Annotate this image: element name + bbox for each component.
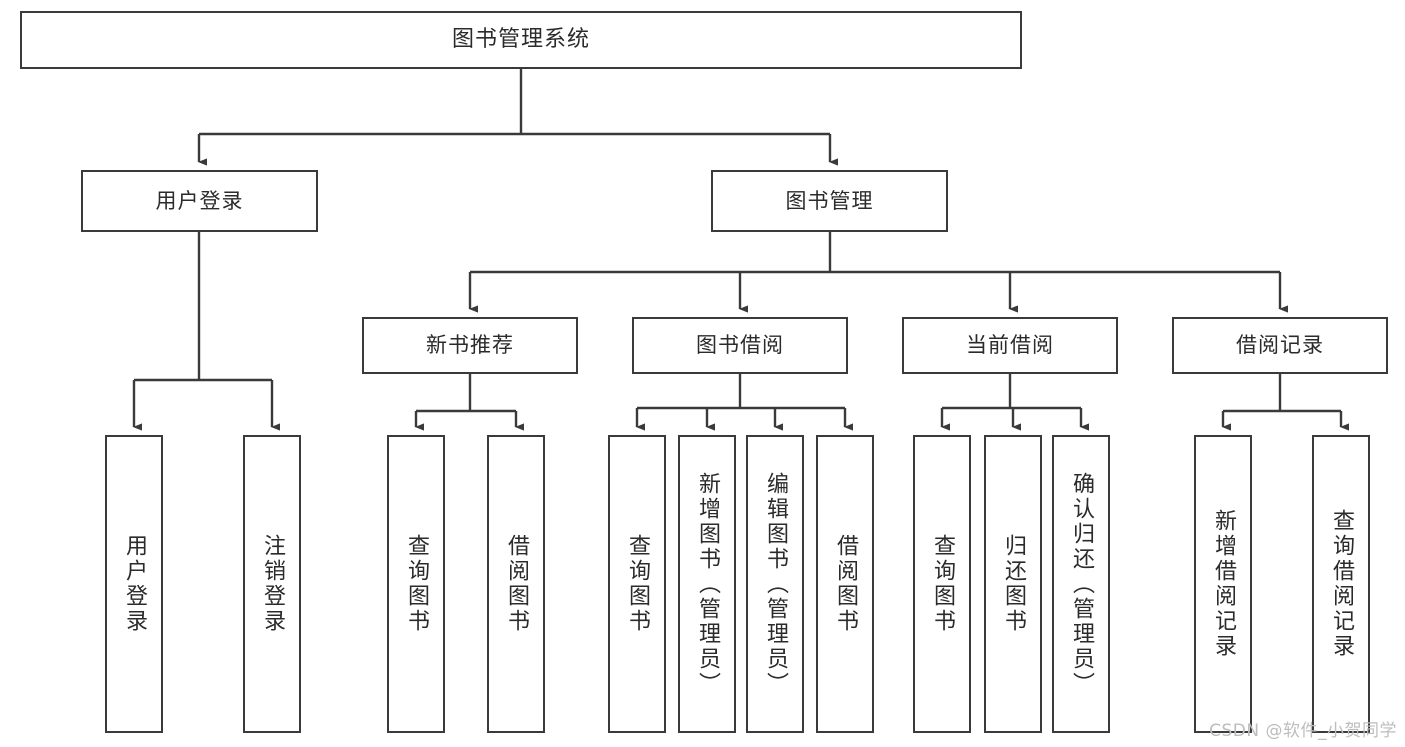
node-label: 用户登录 — [155, 188, 244, 213]
node-label: 编辑图书（管理员） — [762, 471, 788, 697]
node-leaf-return-book[interactable]: 归还图书 — [984, 435, 1042, 733]
node-label: 查询图书 — [624, 534, 650, 634]
node-label: 查询图书 — [403, 534, 429, 634]
node-user-login[interactable]: 用户登录 — [81, 170, 318, 232]
node-label: 图书借阅 — [696, 333, 784, 358]
connector-bookborrow-to-leaves — [635, 374, 853, 431]
node-label: 借阅图书 — [503, 534, 529, 634]
node-leaf-borrow-book-1[interactable]: 借阅图书 — [487, 435, 545, 733]
node-new-book-rec[interactable]: 新书推荐 — [362, 317, 578, 374]
node-label: 图书管理系统 — [451, 27, 590, 53]
node-label: 确认归还（管理员） — [1068, 471, 1094, 697]
node-label: 新增图书（管理员） — [694, 471, 720, 697]
csdn-watermark: CSDN @软件_小贺同学 — [1209, 721, 1397, 741]
node-label: 借阅记录 — [1236, 333, 1324, 358]
node-label: 新书推荐 — [426, 333, 514, 358]
node-borrow-record[interactable]: 借阅记录 — [1172, 317, 1388, 374]
node-leaf-query-record[interactable]: 查询借阅记录 — [1312, 435, 1370, 733]
node-leaf-confirm-return[interactable]: 确认归还（管理员） — [1052, 435, 1110, 733]
connector-root-to-level2 — [197, 69, 838, 166]
node-root-system[interactable]: 图书管理系统 — [20, 11, 1022, 69]
node-label: 归还图书 — [1000, 534, 1026, 634]
node-leaf-edit-book[interactable]: 编辑图书（管理员） — [746, 435, 804, 733]
connector-userlogin-to-leaves — [132, 232, 280, 431]
node-label: 新增借阅记录 — [1210, 509, 1236, 659]
node-leaf-query-book-1[interactable]: 查询图书 — [387, 435, 445, 733]
node-book-manage[interactable]: 图书管理 — [711, 170, 948, 232]
node-leaf-add-record[interactable]: 新增借阅记录 — [1194, 435, 1252, 733]
connector-borrowrecord-to-leaves — [1221, 374, 1349, 431]
node-label: 用户登录 — [121, 534, 147, 634]
node-leaf-query-book-2[interactable]: 查询图书 — [608, 435, 666, 733]
node-leaf-add-book[interactable]: 新增图书（管理员） — [678, 435, 736, 733]
node-book-borrow[interactable]: 图书借阅 — [632, 317, 848, 374]
node-label: 查询图书 — [929, 534, 955, 634]
node-label: 借阅图书 — [832, 534, 858, 634]
connector-bookmanage-to-level3 — [468, 232, 1288, 313]
node-leaf-query-book-3[interactable]: 查询图书 — [913, 435, 971, 733]
node-label: 查询借阅记录 — [1328, 509, 1354, 659]
node-label: 注销登录 — [259, 534, 285, 634]
node-label: 当前借阅 — [966, 333, 1054, 358]
node-leaf-user-login[interactable]: 用户登录 — [105, 435, 163, 733]
node-label: 图书管理 — [785, 188, 874, 213]
connector-newbook-to-leaves — [414, 374, 524, 431]
connector-currentborrow-to-leaves — [940, 374, 1089, 431]
node-leaf-logout[interactable]: 注销登录 — [243, 435, 301, 733]
node-current-borrow[interactable]: 当前借阅 — [902, 317, 1118, 374]
node-leaf-borrow-book-2[interactable]: 借阅图书 — [816, 435, 874, 733]
